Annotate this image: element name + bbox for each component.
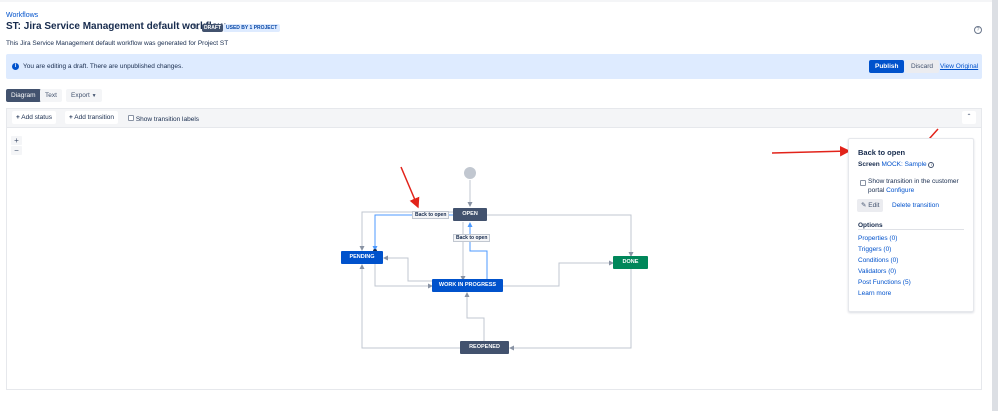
pencil-icon: ✎ — [861, 202, 867, 209]
add-status-label: Add status — [21, 114, 52, 121]
option-conditions[interactable]: Conditions (0) — [858, 257, 899, 264]
draft-badge: DRAFT — [202, 24, 223, 32]
export-dropdown[interactable]: Export ▼ — [66, 89, 102, 102]
connector-reopened-wip — [464, 292, 485, 341]
banner-message: You are editing a draft. There are unpub… — [23, 63, 184, 70]
transition-label-back-to-open-2[interactable]: Back to open — [453, 234, 491, 242]
discard-button[interactable]: Discard — [905, 60, 940, 73]
workflow-description: This Jira Service Management default wor… — [6, 40, 229, 47]
show-labels-text: Show transition labels — [135, 116, 200, 123]
used-by-badge: USED BY 1 PROJECT — [223, 24, 281, 32]
connector-reopened-pending — [359, 264, 460, 349]
options-divider — [858, 229, 964, 230]
screen-label: Screen — [858, 161, 880, 168]
configure-link[interactable]: Configure — [886, 187, 915, 194]
learn-more-link[interactable]: Learn more — [858, 290, 892, 297]
connector-back-to-open-2 — [467, 222, 488, 280]
connector-done-reopened — [509, 268, 632, 351]
draft-banner — [6, 54, 982, 79]
add-status-button[interactable]: + Add status — [12, 111, 56, 124]
panel-title: Back to open — [858, 148, 906, 157]
connector-open-done — [487, 214, 634, 257]
option-validators[interactable]: Validators (0) — [858, 268, 897, 275]
page-title: ST: Jira Service Management default work… — [6, 21, 226, 32]
status-pending[interactable]: PENDING — [341, 251, 383, 264]
export-label: Export — [71, 92, 90, 99]
right-scrollbar-rail[interactable] — [992, 0, 998, 411]
option-post-functions[interactable]: Post Functions (5) — [858, 279, 911, 286]
start-node — [464, 167, 476, 179]
transition-properties-panel — [848, 138, 974, 312]
plus-icon: + — [69, 114, 73, 121]
portal-row: portal Configure — [868, 187, 914, 194]
options-heading: Options — [858, 222, 883, 229]
status-open[interactable]: OPEN — [453, 208, 487, 221]
show-labels-option[interactable]: Show transition labels — [128, 115, 199, 123]
option-triggers[interactable]: Triggers (0) — [858, 246, 892, 253]
zoom-in-button[interactable]: + — [11, 136, 22, 145]
add-transition-button[interactable]: + Add transition — [65, 111, 118, 124]
annotation-arrow-panel-title — [771, 145, 851, 157]
option-properties[interactable]: Properties (0) — [858, 235, 898, 242]
tab-diagram[interactable]: Diagram — [6, 89, 41, 102]
publish-button[interactable]: Publish — [869, 60, 905, 73]
add-transition-label: Add transition — [74, 114, 114, 121]
breadcrumb-workflows[interactable]: Workflows — [6, 12, 39, 19]
show-in-portal-checkbox[interactable] — [860, 180, 866, 186]
show-in-portal-text: Show transition in the customer — [868, 178, 959, 185]
diagram-toolbar — [6, 108, 982, 128]
top-rule — [0, 0, 992, 2]
portal-text: portal — [868, 187, 885, 194]
edit-title-pencil-icon[interactable]: ✎ — [192, 22, 200, 32]
annotation-arrow-label — [400, 166, 420, 209]
status-done[interactable]: DONE — [613, 256, 648, 269]
connector-wip-pending — [383, 255, 432, 282]
chevron-down-icon: ▼ — [91, 93, 97, 99]
delete-transition-link[interactable]: Delete transition — [892, 202, 939, 209]
tab-text[interactable]: Text — [40, 89, 62, 102]
info-icon: i — [12, 63, 19, 70]
panel-screen-row: Screen MOCK: Sample i — [858, 161, 935, 168]
zoom-out-button[interactable]: − — [11, 146, 22, 155]
connector-pending-wip — [374, 264, 433, 289]
screen-link[interactable]: MOCK: Sample — [881, 161, 927, 168]
edit-transition-button[interactable]: ✎ Edit — [857, 199, 884, 212]
status-reopened[interactable]: REOPENED — [460, 341, 509, 354]
connector-back-to-open-1 — [372, 214, 453, 251]
transition-label-back-to-open[interactable]: Back to open — [412, 211, 450, 219]
collapse-chevron-icon[interactable]: ⌃ — [962, 111, 976, 124]
info-circle-icon[interactable]: i — [928, 162, 935, 168]
edit-label: Edit — [868, 202, 880, 209]
connector-wip-done — [503, 260, 614, 287]
status-work-in-progress[interactable]: WORK IN PROGRESS — [432, 279, 503, 292]
plus-icon: + — [16, 114, 20, 121]
help-icon[interactable]: ? — [974, 26, 982, 34]
show-labels-checkbox[interactable] — [128, 115, 134, 121]
view-original-link[interactable]: View Original — [940, 63, 979, 70]
